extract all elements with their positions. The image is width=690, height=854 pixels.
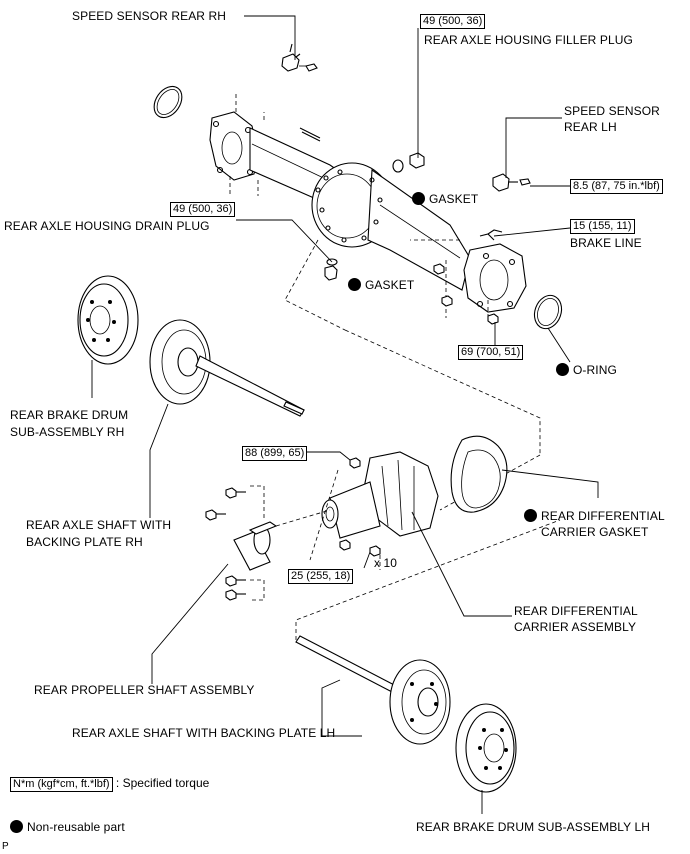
label-propeller-shaft: REAR PROPELLER SHAFT ASSEMBLY [34, 683, 255, 697]
axle-shaft-lh-part [295, 635, 451, 745]
label-brake-drum-rh-1: REAR BRAKE DRUM [10, 408, 129, 422]
axle-shaft-rh-part [149, 319, 305, 417]
nonreusable-marker-icon [412, 192, 425, 205]
torque-housing-nut: 69 (700, 51) [458, 345, 524, 360]
label-axle-shaft-lh: REAR AXLE SHAFT WITH BACKING PLATE LH [72, 726, 336, 740]
o-ring-lh [533, 294, 563, 330]
speed-sensor-lh-part [492, 173, 531, 192]
torque-diff-lower: 25 (255, 18) [288, 569, 354, 584]
label-brake-drum-lh: REAR BRAKE DRUM SUB-ASSEMBLY LH [416, 820, 651, 834]
label-gasket-upper: GASKET [412, 192, 478, 206]
filler-plug-part [392, 152, 425, 173]
label-brake-line: BRAKE LINE [570, 236, 642, 250]
diff-carrier-gasket-part [450, 435, 508, 513]
speed-sensor-rh-part [281, 43, 318, 72]
legend-torque: N*m (kgf*cm, ft.*lbf) : Specified torque [10, 776, 209, 792]
label-speed-sensor-rear-lh-2: REAR LH [564, 120, 617, 134]
nonreusable-marker-icon [348, 278, 361, 291]
propeller-shaft-part [233, 509, 331, 571]
label-times-ten: x 10 [374, 556, 398, 570]
torque-speed-sensor-lh: 8.5 (87, 75 in.*lbf) [570, 179, 663, 194]
brake-drum-lh-part [455, 703, 517, 793]
label-gasket-lower: GASKET [348, 278, 414, 292]
propeller-bolts [205, 487, 246, 601]
label-speed-sensor-rear-rh: SPEED SENSOR REAR RH [72, 9, 227, 23]
label-o-ring: O-RING [556, 363, 617, 377]
rear-axle-housing [209, 111, 527, 313]
nonreusable-marker-icon [10, 820, 23, 833]
label-diff-gasket-2: CARRIER GASKET [541, 525, 649, 539]
label-diff-carrier-1: REAR DIFFERENTIAL [514, 604, 638, 618]
torque-brake-line: 15 (155, 11) [570, 219, 635, 234]
legend-torque-text: : Specified torque [115, 776, 210, 790]
footer-code: P [2, 841, 9, 852]
label-brake-drum-rh-2: SUB-ASSEMBLY RH [10, 425, 125, 439]
legend-torque-box: N*m (kgf*cm, ft.*lbf) [10, 777, 113, 792]
label-filler-plug: REAR AXLE HOUSING FILLER PLUG [424, 33, 633, 47]
diff-carrier-part [321, 451, 439, 557]
torque-drain-plug: 49 (500, 36) [170, 202, 236, 217]
label-speed-sensor-rear-lh-1: SPEED SENSOR [564, 104, 660, 118]
torque-diff-upper: 88 (899, 65) [242, 446, 308, 461]
o-ring-rh [153, 85, 183, 119]
label-drain-plug: REAR AXLE HOUSING DRAIN PLUG [4, 219, 210, 233]
drain-plug-part [324, 265, 338, 281]
label-diff-gasket-1: REAR DIFFERENTIAL [524, 509, 665, 523]
brake-line-part [479, 229, 503, 241]
label-axle-shaft-rh-1: REAR AXLE SHAFT WITH [26, 518, 172, 532]
label-axle-shaft-rh-2: BACKING PLATE RH [26, 535, 143, 549]
torque-filler-plug: 49 (500, 36) [420, 14, 486, 29]
nonreusable-marker-icon [556, 363, 569, 376]
brake-drum-rh-part [77, 275, 139, 365]
leader-lines [91, 15, 599, 814]
label-diff-carrier-2: CARRIER ASSEMBLY [514, 620, 637, 634]
nonreusable-marker-icon [524, 509, 537, 522]
legend-nonreusable: Non-reusable part [10, 820, 125, 834]
